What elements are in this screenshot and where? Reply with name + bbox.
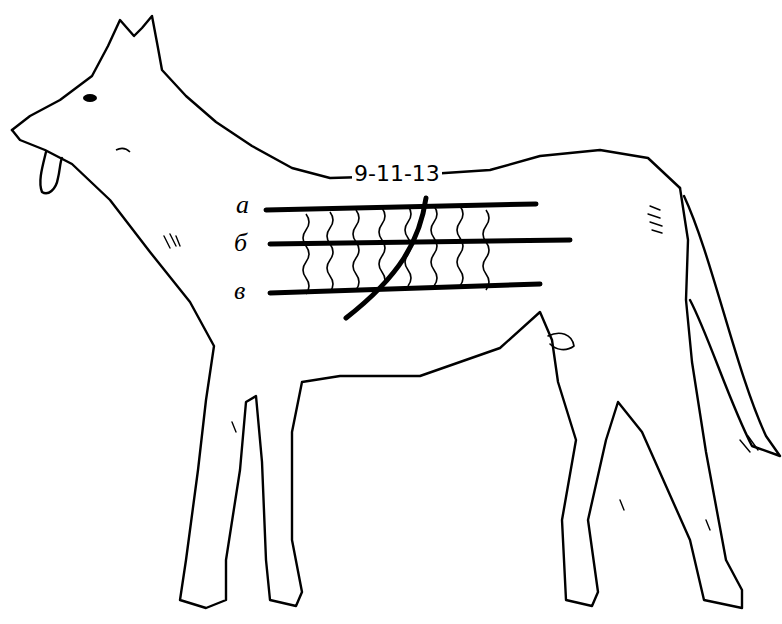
- dog-eye: [83, 94, 97, 102]
- dog-tongue: [40, 152, 62, 193]
- ribs: [303, 206, 489, 294]
- dog-outline: [12, 130, 742, 608]
- dog-detail: [116, 148, 130, 152]
- line-letter: б: [234, 230, 247, 256]
- topographic-line: [270, 284, 540, 293]
- topographic-line: [270, 240, 570, 244]
- dog-detail: [548, 333, 574, 349]
- line-letter: в: [234, 278, 245, 304]
- dog-tail: [684, 196, 780, 456]
- last-rib-line: [346, 198, 426, 318]
- topographic-line: [266, 204, 536, 210]
- dog-outline: [12, 16, 680, 188]
- rib-numbers: 9-11-13: [352, 163, 442, 185]
- line-letter: а: [236, 192, 249, 218]
- fur-strokes: [164, 206, 758, 530]
